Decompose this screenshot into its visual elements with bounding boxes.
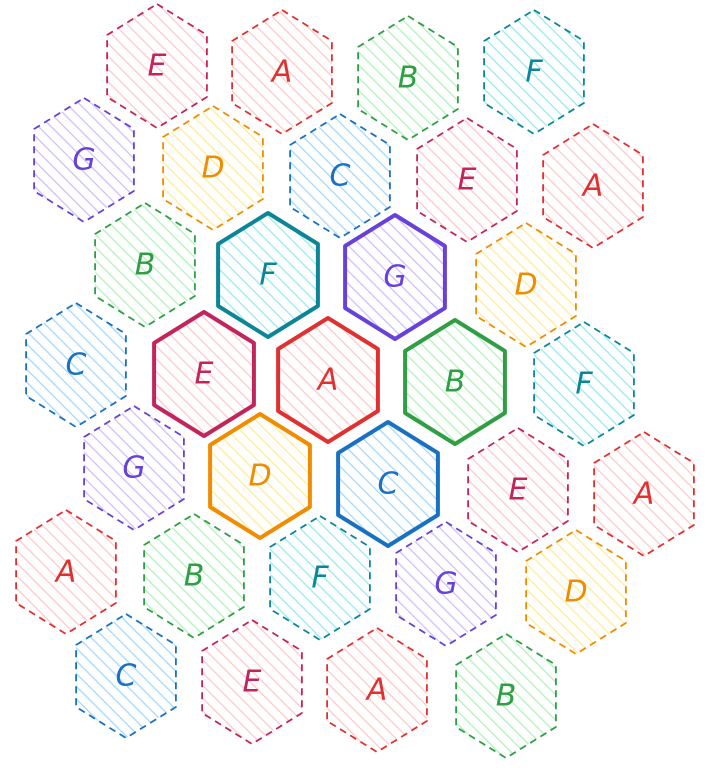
- hex-shape: [475, 222, 577, 348]
- hex-cell-c: C: [75, 613, 177, 739]
- hex-cell-f: F: [216, 211, 320, 339]
- hex-shape: [25, 302, 127, 428]
- hex-cell-a: A: [276, 316, 380, 444]
- hex-label: G: [122, 451, 145, 486]
- hex-shape: [289, 113, 391, 239]
- hex-cell-f: F: [483, 9, 585, 135]
- hex-cell-b: B: [94, 202, 196, 328]
- hex-label: G: [434, 567, 457, 602]
- hex-label: E: [243, 665, 262, 700]
- hex-shape: [416, 117, 518, 243]
- hex-cell-d: D: [162, 105, 264, 231]
- hex-label: B: [398, 61, 419, 96]
- hex-cell-g: G: [395, 521, 497, 647]
- hex-shape: [343, 213, 447, 341]
- hex-shape: [455, 633, 557, 759]
- hex-label: F: [259, 258, 277, 293]
- hex-label: C: [330, 159, 351, 194]
- hex-shape: [75, 613, 177, 739]
- hex-shape: [593, 431, 695, 557]
- hex-shape: [216, 211, 320, 339]
- hex-cell-e: E: [201, 619, 303, 745]
- hex-label: A: [316, 363, 339, 398]
- hex-label: A: [54, 555, 77, 590]
- hex-shape: [467, 427, 569, 553]
- hex-shape: [483, 9, 585, 135]
- hex-shape: [231, 9, 333, 135]
- hex-cell-f: F: [269, 515, 371, 641]
- hex-label: C: [116, 659, 137, 694]
- hex-cell-a: A: [593, 431, 695, 557]
- hex-cell-d: D: [475, 222, 577, 348]
- hex-label: E: [509, 473, 528, 508]
- hex-cell-g: G: [83, 405, 185, 531]
- hex-label: A: [270, 55, 293, 90]
- hex-shape: [542, 123, 644, 249]
- hex-shape: [83, 405, 185, 531]
- hex-label: B: [184, 559, 205, 594]
- hex-cell-c: C: [289, 113, 391, 239]
- hex-cell-b: B: [455, 633, 557, 759]
- hex-label: G: [72, 143, 95, 178]
- hex-label: F: [311, 561, 329, 596]
- hex-label: D: [248, 459, 271, 494]
- hex-label: C: [66, 348, 87, 383]
- hex-label: G: [383, 260, 406, 295]
- hex-label: F: [525, 55, 543, 90]
- hex-shape: [106, 3, 208, 129]
- hex-shape: [357, 15, 459, 141]
- hex-shape: [201, 619, 303, 745]
- hex-shape: [525, 529, 627, 655]
- hex-cell-e: E: [467, 427, 569, 553]
- hex-cell-g: G: [33, 97, 135, 223]
- hex-label: B: [135, 248, 156, 283]
- hex-shape: [94, 202, 196, 328]
- hex-cell-d: D: [525, 529, 627, 655]
- hex-shape: [326, 627, 428, 753]
- hex-label: E: [195, 357, 214, 392]
- hex-cell-d: D: [208, 412, 312, 540]
- hex-cell-c: C: [25, 302, 127, 428]
- hex-cell-e: E: [416, 117, 518, 243]
- hex-cell-c: C: [336, 420, 440, 548]
- hex-shape: [395, 521, 497, 647]
- hex-cell-f: F: [533, 321, 635, 447]
- hex-label: D: [201, 151, 224, 186]
- hex-label: B: [445, 365, 466, 400]
- hex-cell-b: B: [357, 15, 459, 141]
- hex-cell-a: A: [326, 627, 428, 753]
- hex-shape: [208, 412, 312, 540]
- hex-label: B: [496, 679, 517, 714]
- hex-cell-g: G: [343, 213, 447, 341]
- hex-shape: [15, 509, 117, 635]
- hex-shape: [269, 515, 371, 641]
- hex-label: A: [365, 673, 388, 708]
- hex-shape: [403, 318, 507, 446]
- hex-shape: [33, 97, 135, 223]
- hex-shape: [533, 321, 635, 447]
- hex-cell-e: E: [106, 3, 208, 129]
- hex-label: E: [458, 163, 477, 198]
- hex-label: D: [514, 268, 537, 303]
- hex-label: F: [575, 367, 593, 402]
- hex-cell-a: A: [231, 9, 333, 135]
- hex-label: D: [564, 575, 587, 610]
- hex-cells: E A B F G D C E A B F G D C E A B F G D C E A A B F G D C E A B: [15, 3, 695, 759]
- hex-shape: [162, 105, 264, 231]
- hex-cell-e: E: [152, 310, 256, 438]
- hex-label: C: [378, 467, 399, 502]
- hex-shape: [276, 316, 380, 444]
- hex-shape: [336, 420, 440, 548]
- hex-cell-b: B: [143, 513, 245, 639]
- hex-cell-a: A: [15, 509, 117, 635]
- hex-cell-b: B: [403, 318, 507, 446]
- hex-label: A: [632, 477, 655, 512]
- hex-cell-a: A: [542, 123, 644, 249]
- hex-label: E: [148, 49, 167, 84]
- hex-shape: [152, 310, 256, 438]
- hex-label: A: [581, 169, 604, 204]
- hex-shape: [143, 513, 245, 639]
